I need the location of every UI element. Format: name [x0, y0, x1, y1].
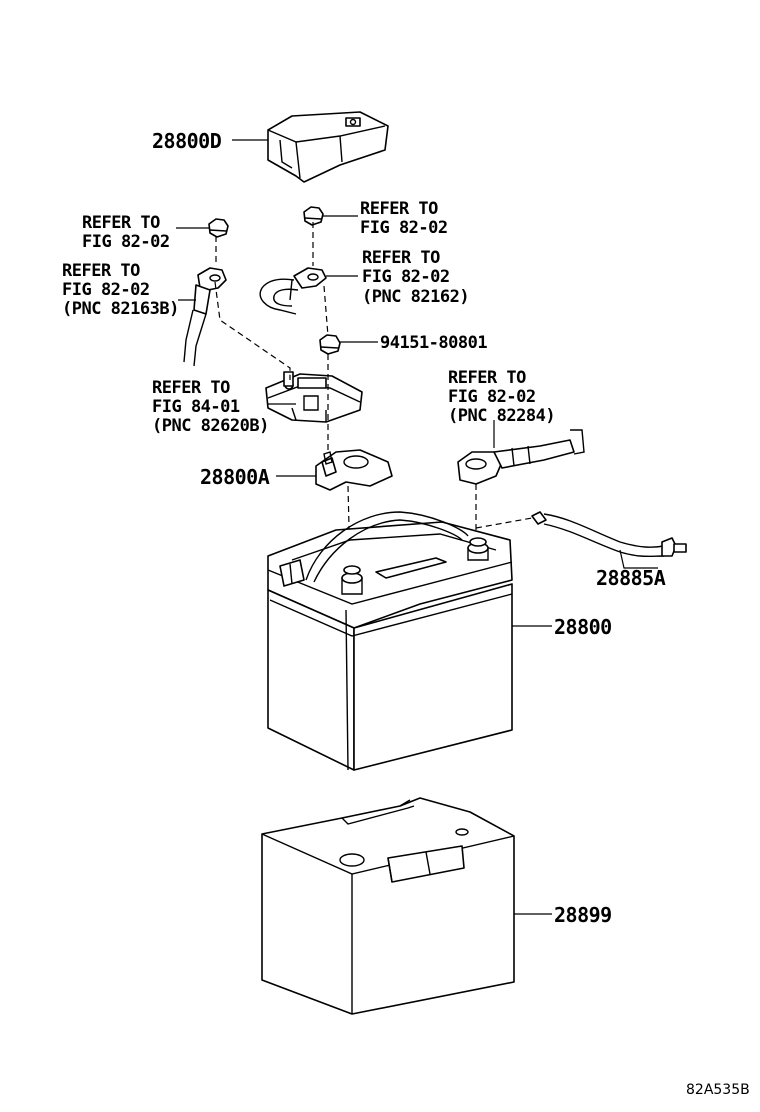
label-refer-82284-2: FIG 82-02 — [448, 387, 536, 407]
label-28885a: 28885A — [596, 566, 666, 590]
figure-id: 82A535B — [686, 1082, 750, 1098]
label-refer-82163b-3: (PNC 82163B) — [62, 299, 179, 319]
positive-terminal-28800a[interactable] — [276, 449, 393, 491]
label-refer-nut-left-2: FIG 82-02 — [82, 232, 170, 252]
label-refer-82284-1: REFER TO — [448, 368, 526, 388]
label-refer-82284-3: (PNC 82284) — [448, 406, 555, 426]
label-refer-82162-2: FIG 82-02 — [362, 267, 450, 287]
label-refer-82163b-1: REFER TO — [62, 261, 140, 281]
label-refer-nut-right-1: REFER TO — [360, 199, 438, 219]
battery-cover-28800d[interactable] — [232, 111, 389, 183]
label-refer-nut-left-1: REFER TO — [82, 213, 160, 233]
battery-insulator-28899[interactable] — [261, 797, 552, 1015]
label-28800: 28800 — [554, 615, 612, 639]
label-refer-82620b-2: FIG 84-01 — [152, 397, 240, 417]
label-94151-80801: 94151-80801 — [380, 333, 487, 353]
label-refer-82162-3: (PNC 82162) — [362, 287, 469, 307]
cable-82162[interactable] — [259, 267, 358, 315]
label-28800a: 28800A — [200, 465, 270, 489]
label-refer-82620b-3: (PNC 82620B) — [152, 416, 269, 436]
negative-cable-82284[interactable] — [457, 420, 585, 485]
label-28800d: 28800D — [152, 129, 222, 153]
label-refer-82620b-1: REFER TO — [152, 378, 230, 398]
nut-94151-80801[interactable] — [319, 334, 378, 355]
label-refer-82162-1: REFER TO — [362, 248, 440, 268]
label-28899: 28899 — [554, 903, 612, 927]
nut-right[interactable] — [303, 206, 358, 226]
nut-left[interactable] — [176, 218, 229, 238]
battery-28800[interactable] — [267, 511, 552, 771]
label-refer-82163b-2: FIG 82-02 — [62, 280, 150, 300]
vent-hose-28885a[interactable] — [475, 511, 687, 569]
label-refer-nut-right-2: FIG 82-02 — [360, 218, 448, 238]
fuse-block-82620b[interactable] — [265, 371, 363, 423]
cable-82163b[interactable] — [178, 267, 227, 367]
